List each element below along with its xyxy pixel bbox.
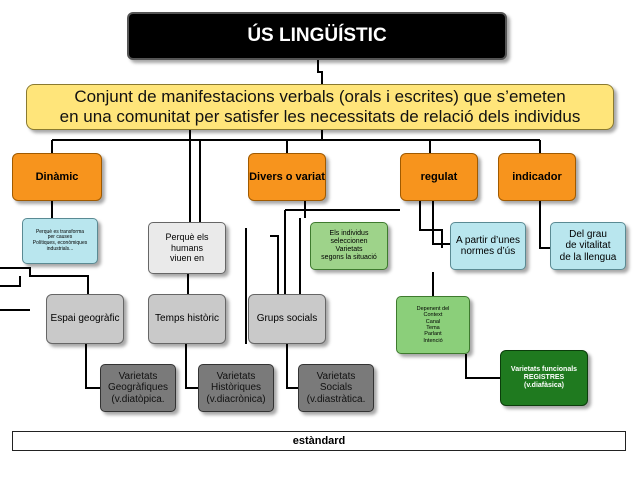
- variety-line: Varietats: [316, 370, 356, 382]
- explanation-line: Varietats: [335, 246, 363, 253]
- variety-line: Històriques: [210, 382, 262, 394]
- explanation-line: Els individus: [329, 229, 369, 237]
- explanation-dinamic: Perquè es transforma per causes Polítiqu…: [22, 218, 98, 264]
- variety-geographic: Varietats Geogràfiques (v.diatòpica.: [100, 364, 176, 412]
- variety-historical: Varietats Històriques (v.diacrònica): [198, 364, 274, 412]
- context-grups: Grups socials: [248, 294, 326, 344]
- explanation-line: seleccionen: [330, 237, 368, 245]
- explanation-line: normes d’ús: [460, 246, 516, 257]
- explanation-indicador: Del grau de vitalitat de la llengua: [550, 222, 626, 270]
- trait-divers: Divers o variat: [248, 153, 326, 201]
- explanation-line: segons la situació: [321, 254, 377, 262]
- variety-line: (v.diatòpica.: [111, 393, 165, 405]
- variety-line: Varietats funcionals: [510, 365, 578, 373]
- explanation-depenent: Depenent del Context Canal Tema Parlant …: [396, 296, 470, 354]
- variety-line: Varietats: [118, 370, 158, 382]
- explanation-humans: Perquè els humans viuen en: [148, 222, 226, 274]
- variety-line: (v.diacrònica): [206, 393, 266, 405]
- variety-functional: Varietats funcionals REGISTRES (v.diafàs…: [500, 350, 588, 406]
- explanation-individus: Els individus seleccionen Varietats sego…: [310, 222, 388, 270]
- explanation-line: de la llengua: [559, 251, 617, 263]
- variety-line: Socials: [319, 382, 353, 394]
- explanation-line: de vitalitat: [565, 240, 611, 252]
- explanation-line: per causes: [47, 234, 73, 241]
- explanation-line: Depenent del: [416, 306, 450, 313]
- trait-dinamic: Dinàmic: [12, 153, 102, 201]
- explanation-line: Del grau: [569, 228, 607, 240]
- main-title: ÚS LINGÜÍSTIC: [127, 12, 507, 60]
- explanation-line: Polítiques, econòmiques: [32, 240, 88, 246]
- explanation-line: Parlant: [424, 331, 442, 338]
- explanation-line: Perquè es transforma: [35, 228, 85, 235]
- context-espai: Espai geogràfic: [46, 294, 124, 344]
- variety-social: Varietats Socials (v.diastràtica.: [298, 364, 374, 412]
- explanation-regulat: A partir d’unes normes d’ús: [450, 222, 526, 270]
- explanation-line: Intenció: [423, 337, 443, 344]
- definition-line-1: Conjunt de manifestacions verbals (orals…: [74, 86, 566, 106]
- variety-line: Varietats: [216, 370, 256, 382]
- variety-line: (v.diastràtica.: [306, 393, 366, 405]
- explanation-line: viuen en: [169, 253, 205, 264]
- definition-box: Conjunt de manifestacions verbals (orals…: [26, 84, 614, 130]
- explanation-line: industrials...: [46, 245, 74, 252]
- explanation-line: Perquè els humans: [165, 232, 209, 253]
- variety-line: Geogràfiques: [107, 382, 169, 394]
- footer-standard-bar: estàndard: [12, 431, 626, 451]
- trait-indicador: indicador: [498, 153, 576, 201]
- explanation-line: Canal: [425, 318, 441, 325]
- explanation-line: Context: [423, 312, 443, 319]
- variety-line: REGISTRES: [523, 373, 565, 381]
- definition-line-2: en una comunitat per satisfer les necess…: [59, 107, 581, 126]
- trait-regulat: regulat: [400, 153, 478, 201]
- explanation-line: A partir d’unes: [456, 234, 520, 246]
- variety-line: (v.diafàsica): [524, 382, 564, 390]
- explanation-line: Tema: [426, 325, 440, 331]
- context-temps: Temps històric: [148, 294, 226, 344]
